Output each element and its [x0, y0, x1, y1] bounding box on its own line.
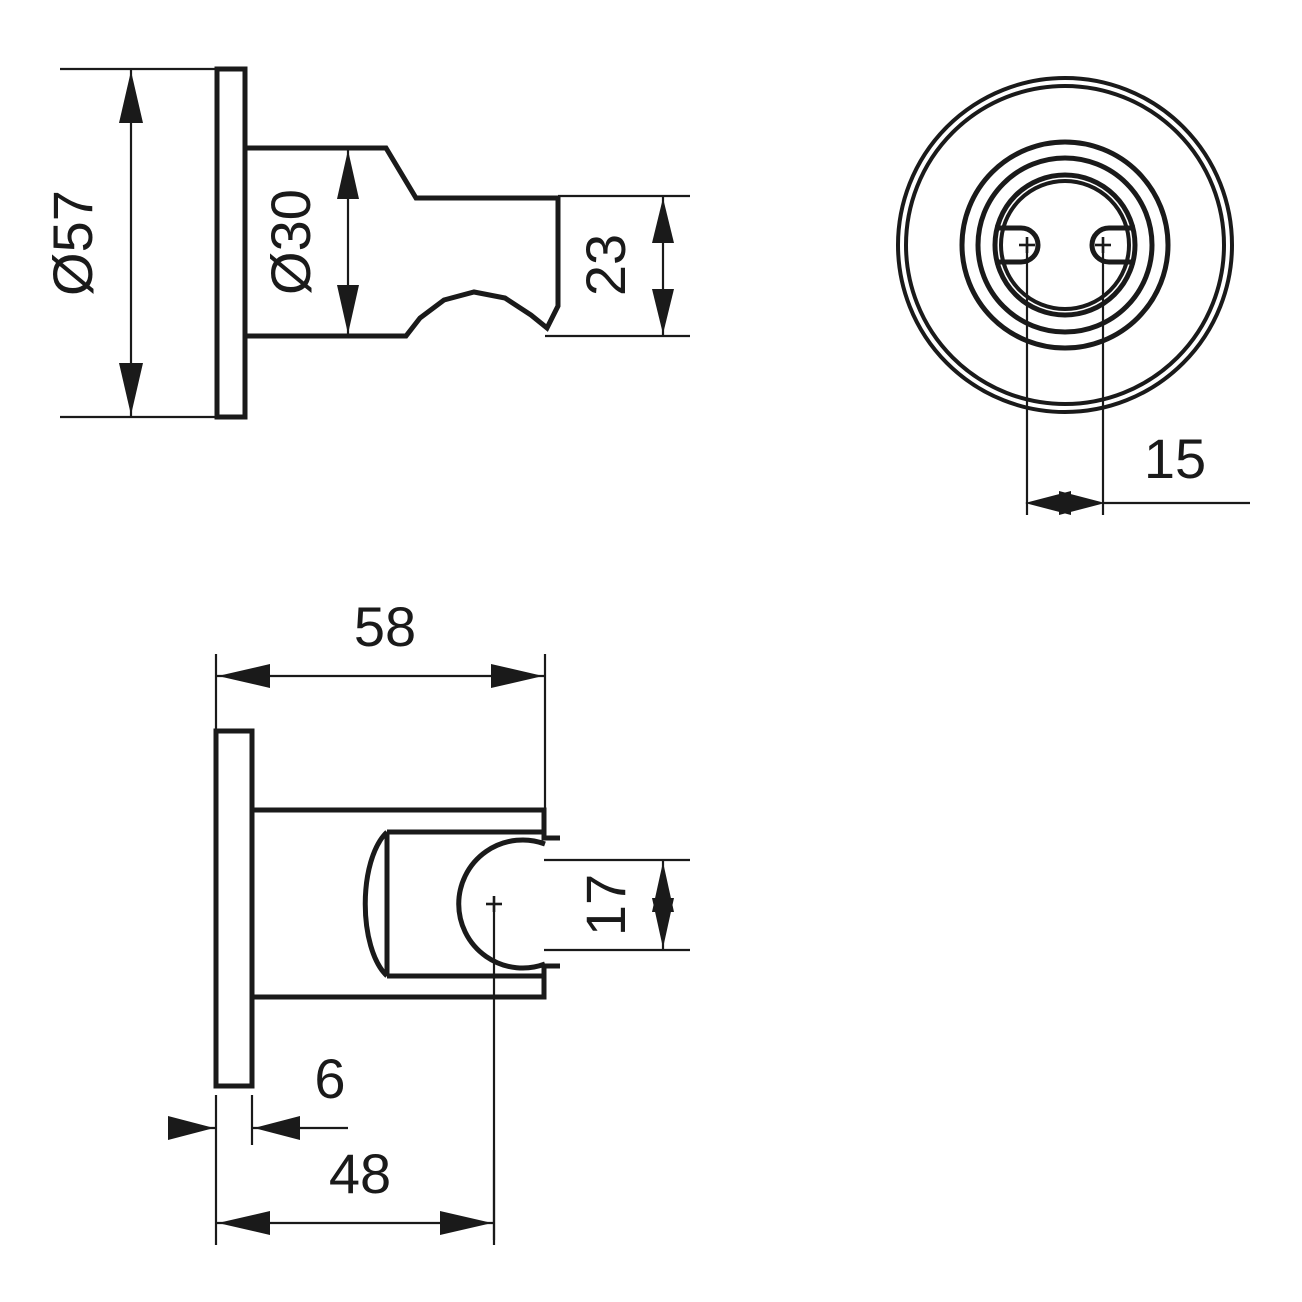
dimension-label-48: 48: [329, 1142, 391, 1205]
arrowhead-48-right: [440, 1211, 492, 1235]
arrowhead-d57-top: [119, 71, 143, 123]
arrowhead-58-right: [491, 664, 543, 688]
plan-cradle-c-shape: [456, 837, 546, 971]
plan-pocket-top: [387, 829, 547, 838]
dimension-d30: Ø30: [259, 148, 359, 336]
arrowhead-58-left: [218, 664, 270, 688]
slot-left: [995, 225, 1041, 265]
ring-inner-2: [999, 179, 1131, 311]
dimension-label-58: 58: [354, 595, 416, 658]
plan-body-bottom-edge: [252, 963, 560, 1000]
dimension-d57: Ø57: [41, 67, 217, 419]
arrowhead-17-bottom: [652, 898, 674, 948]
ring-outer-1: [896, 76, 1234, 414]
dimension-label-17: 17: [574, 874, 637, 936]
arrowhead-23-top: [652, 198, 674, 243]
side-body-profile: [245, 145, 561, 339]
arrowhead-23-bottom: [652, 289, 674, 334]
arrowhead-48-left: [218, 1211, 270, 1235]
side-flange-plate: [214, 66, 248, 420]
dimension-label-15: 15: [1144, 427, 1206, 490]
dimension-6: 6: [168, 1047, 348, 1145]
dimension-23: 23: [545, 194, 690, 338]
plan-flange-plate: [213, 728, 255, 1089]
arrowhead-6-right: [254, 1116, 300, 1140]
arrowhead-d30-bottom: [337, 285, 359, 334]
slot-right: [1089, 225, 1135, 265]
plan-view: 58 17 6 48: [168, 595, 690, 1245]
arrowhead-15-right: [1059, 491, 1105, 515]
dimension-48: 48: [214, 1142, 496, 1245]
ring-inner-1: [992, 172, 1138, 318]
dimension-15: 15: [1025, 427, 1250, 515]
dimension-label-d30: Ø30: [259, 189, 322, 295]
dimension-17: 17: [544, 858, 690, 952]
plan-nose-curve-left: [362, 830, 389, 978]
front-round-view: 15: [896, 76, 1250, 515]
ring-middle-1: [959, 139, 1171, 351]
arrowhead-d30-top: [337, 150, 359, 199]
dimension-58: 58: [214, 595, 547, 810]
arrowhead-6-left: [168, 1116, 214, 1140]
dimension-label-d57: Ø57: [41, 190, 104, 296]
ring-outer-2: [904, 84, 1226, 406]
side-elevation-view: Ø57 Ø30 23: [41, 66, 690, 420]
dimension-label-23: 23: [574, 234, 637, 296]
dimension-label-6: 6: [314, 1047, 345, 1110]
arrowhead-d57-bottom: [119, 363, 143, 415]
ring-middle-2: [975, 155, 1155, 335]
plan-pocket-bottom: [387, 966, 547, 979]
plan-body-top-edge: [252, 807, 560, 841]
